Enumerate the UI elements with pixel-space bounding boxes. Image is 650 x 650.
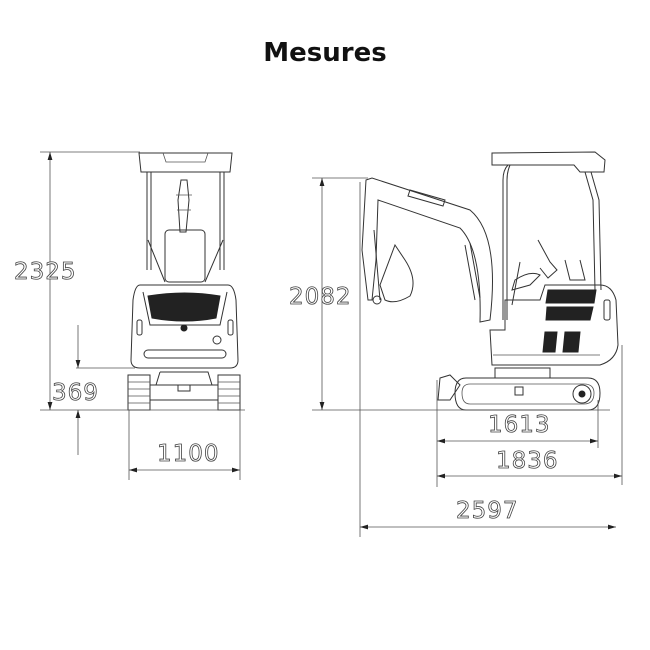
dim-ground-clearance: 369	[52, 380, 99, 406]
page-title: Mesures	[263, 38, 387, 68]
front-dimensions: 2325 369 1100	[14, 151, 245, 480]
dim-track-length: 1613	[488, 412, 551, 438]
dim-side-height: 2082	[289, 284, 352, 310]
dim-overall-length: 2597	[456, 498, 519, 524]
dim-front-height: 2325	[14, 259, 77, 285]
side-dimensions: 2082 1613 1836 2597	[289, 177, 623, 537]
side-view	[361, 151, 619, 411]
front-view	[127, 152, 241, 411]
dim-undercarriage-length: 1836	[496, 448, 559, 474]
dim-track-width: 1100	[157, 441, 220, 467]
